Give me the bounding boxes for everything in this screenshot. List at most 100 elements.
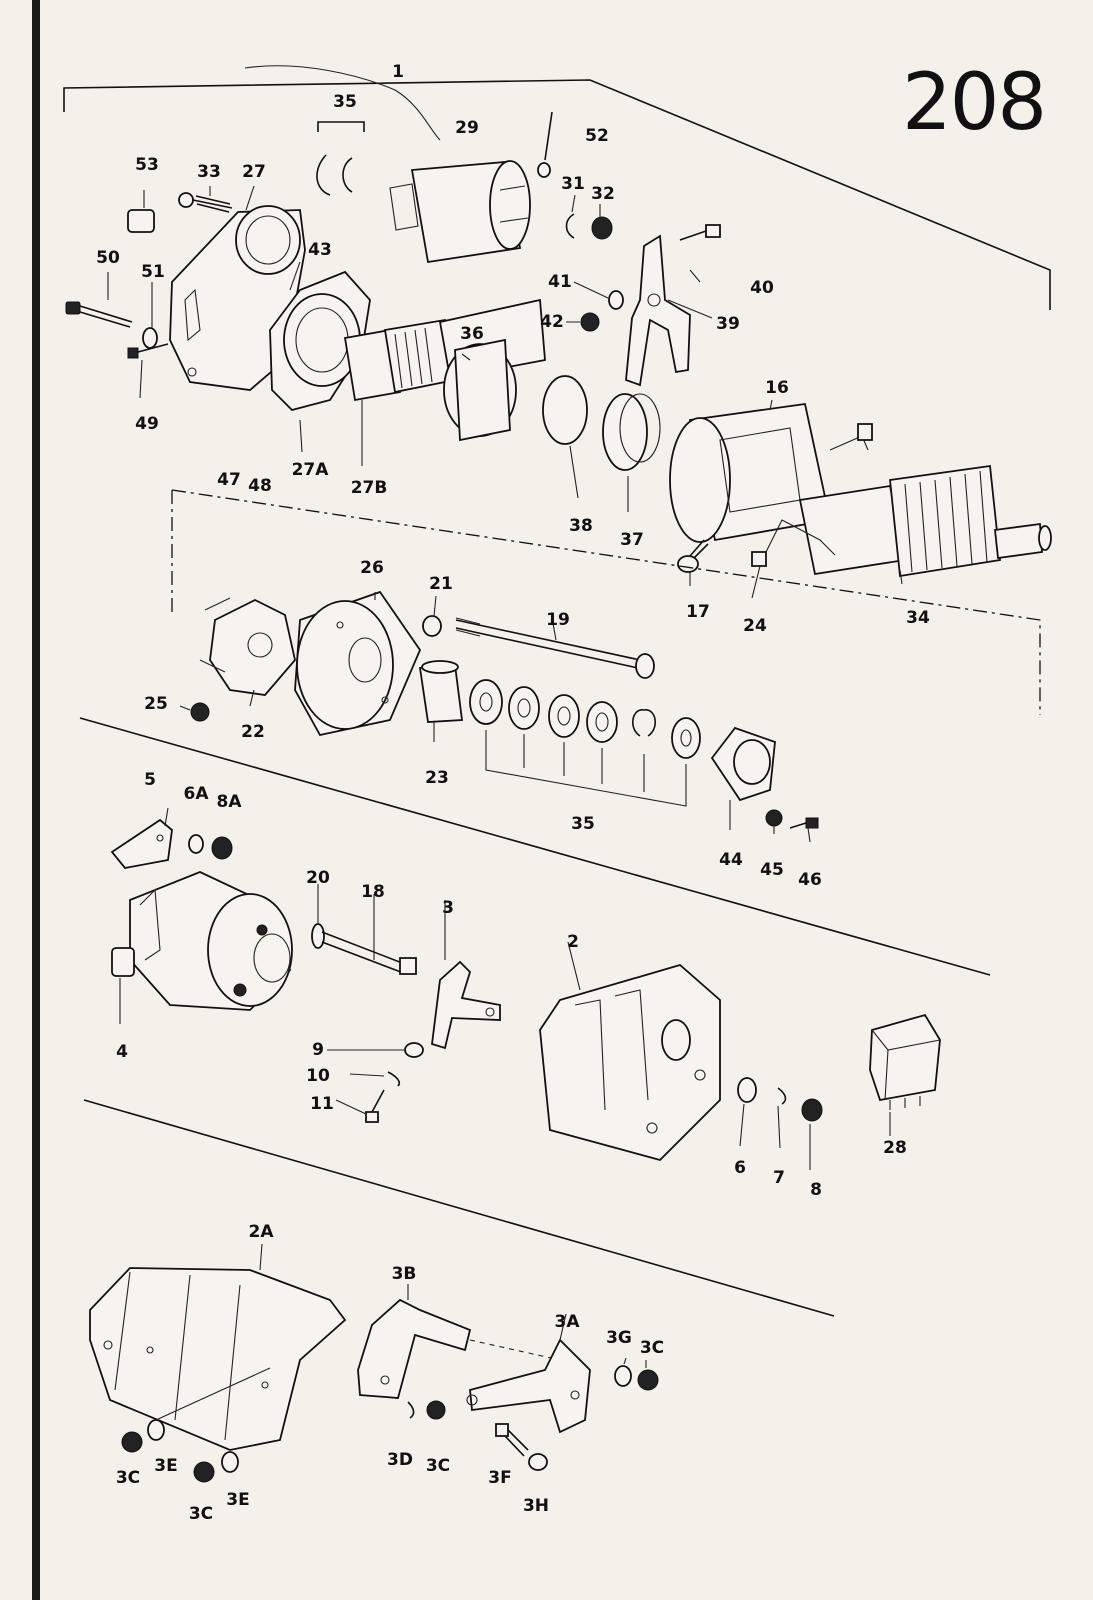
washer-21 — [423, 616, 441, 636]
wire-52 — [538, 112, 552, 177]
flange-43 — [270, 272, 370, 410]
callout-3g: 3G — [606, 1328, 632, 1348]
callout-5: 5 — [144, 770, 156, 790]
callout-2: 2 — [567, 932, 579, 952]
end-cap-26 — [295, 592, 420, 735]
bolt-50 — [66, 302, 132, 327]
callout-49: 49 — [135, 414, 159, 434]
callout-44: 44 — [719, 850, 743, 870]
bracket-3 — [432, 962, 500, 1048]
callout-3c-right: 3C — [639, 1338, 665, 1358]
subgroup-bracket — [172, 490, 1040, 715]
callout-24: 24 — [743, 616, 767, 636]
nut-3c-mid — [427, 1401, 445, 1419]
bushing-37 — [603, 394, 660, 470]
clip-35-top-b — [317, 155, 330, 195]
divider-lower — [84, 1100, 834, 1316]
callout-3a: 3A — [554, 1312, 580, 1332]
callout-17: 17 — [686, 602, 710, 622]
callout-47: 47 — [217, 470, 241, 490]
lock-washer-10 — [388, 1072, 399, 1086]
washer-3e-bottom — [222, 1452, 238, 1472]
callout-11: 11 — [310, 1094, 334, 1114]
callout-3b: 3B — [391, 1264, 417, 1284]
leader-3b-3a — [470, 1340, 560, 1360]
armature-34 — [800, 466, 1051, 576]
screw-17 — [678, 540, 708, 572]
screw-49 — [128, 344, 168, 358]
nut-8 — [802, 1099, 822, 1121]
bolt-11 — [366, 1090, 384, 1122]
callout-28: 28 — [883, 1138, 907, 1158]
callout-23: 23 — [425, 768, 449, 788]
group-bracket-1 — [64, 66, 1050, 310]
callout-27b: 27B — [350, 478, 388, 498]
callout-39: 39 — [716, 314, 740, 334]
callout-41: 41 — [548, 272, 572, 292]
callout-51: 51 — [141, 262, 165, 282]
callout-48: 48 — [248, 476, 272, 496]
callout-35: 35 — [333, 92, 357, 112]
starter-body-4 — [112, 872, 292, 1010]
callout-3: 3 — [442, 898, 454, 918]
callout-45: 45 — [760, 860, 784, 880]
shim-set-35 — [470, 680, 700, 806]
bracket-5 — [112, 820, 172, 868]
callout-6a: 6A — [183, 784, 209, 804]
callout-42: 42 — [540, 312, 564, 332]
callout-8: 8 — [810, 1180, 822, 1200]
cover-2a — [90, 1268, 345, 1450]
through-bolt-19 — [456, 618, 654, 678]
bushing-23 — [420, 661, 462, 722]
callout-1: 1 — [392, 62, 404, 82]
callout-34: 34 — [906, 608, 930, 628]
callout-40: 40 — [750, 278, 774, 298]
washer-3e-left — [148, 1420, 164, 1440]
nut-42 — [581, 313, 599, 331]
solenoid-29 — [390, 161, 530, 262]
clip-35-top — [343, 158, 352, 192]
lock-washer-3d — [408, 1402, 414, 1418]
callout-29: 29 — [455, 118, 479, 138]
callout-43: 43 — [308, 240, 332, 260]
washer-6 — [738, 1078, 756, 1102]
brush-25 — [191, 703, 209, 721]
callout-16: 16 — [765, 378, 789, 398]
callout-3h: 3H — [522, 1496, 550, 1516]
screw-46 — [790, 818, 818, 828]
callout-31: 31 — [561, 174, 585, 194]
cover-2 — [540, 965, 720, 1160]
nut-8a — [212, 837, 232, 859]
ring-38 — [543, 376, 587, 444]
nut-3c-right — [638, 1370, 658, 1390]
washer-6a — [189, 835, 203, 853]
washer-45 — [766, 810, 782, 826]
lock-washer-7 — [778, 1088, 785, 1104]
field-housing-16 — [670, 404, 872, 542]
nut-32 — [592, 217, 612, 239]
callout-53: 53 — [135, 155, 159, 175]
callout-21: 21 — [429, 574, 453, 594]
callout-32: 32 — [591, 184, 615, 204]
end-cap-44 — [712, 728, 775, 800]
callout-4: 4 — [116, 1042, 128, 1062]
fork-lever-39 — [626, 236, 690, 385]
callout-leaders — [108, 186, 902, 1368]
clutch-36 — [444, 340, 516, 440]
callout-3e-left: 3E — [154, 1456, 178, 1476]
callout-36: 36 — [460, 324, 484, 344]
callout-2a: 2A — [248, 1222, 274, 1242]
page-number: 208 — [902, 58, 1047, 148]
stud-18-20 — [312, 924, 416, 974]
bushing-41 — [609, 291, 623, 309]
bolt-40 — [680, 225, 720, 240]
callout-3c-mid: 3C — [425, 1456, 451, 1476]
washer-51 — [143, 328, 157, 348]
callout-8a: 8A — [216, 792, 242, 812]
callout-35-shims: 35 — [571, 814, 595, 834]
relay-28 — [870, 1015, 940, 1110]
bolt-33 — [179, 193, 232, 212]
divider-upper — [80, 718, 990, 975]
